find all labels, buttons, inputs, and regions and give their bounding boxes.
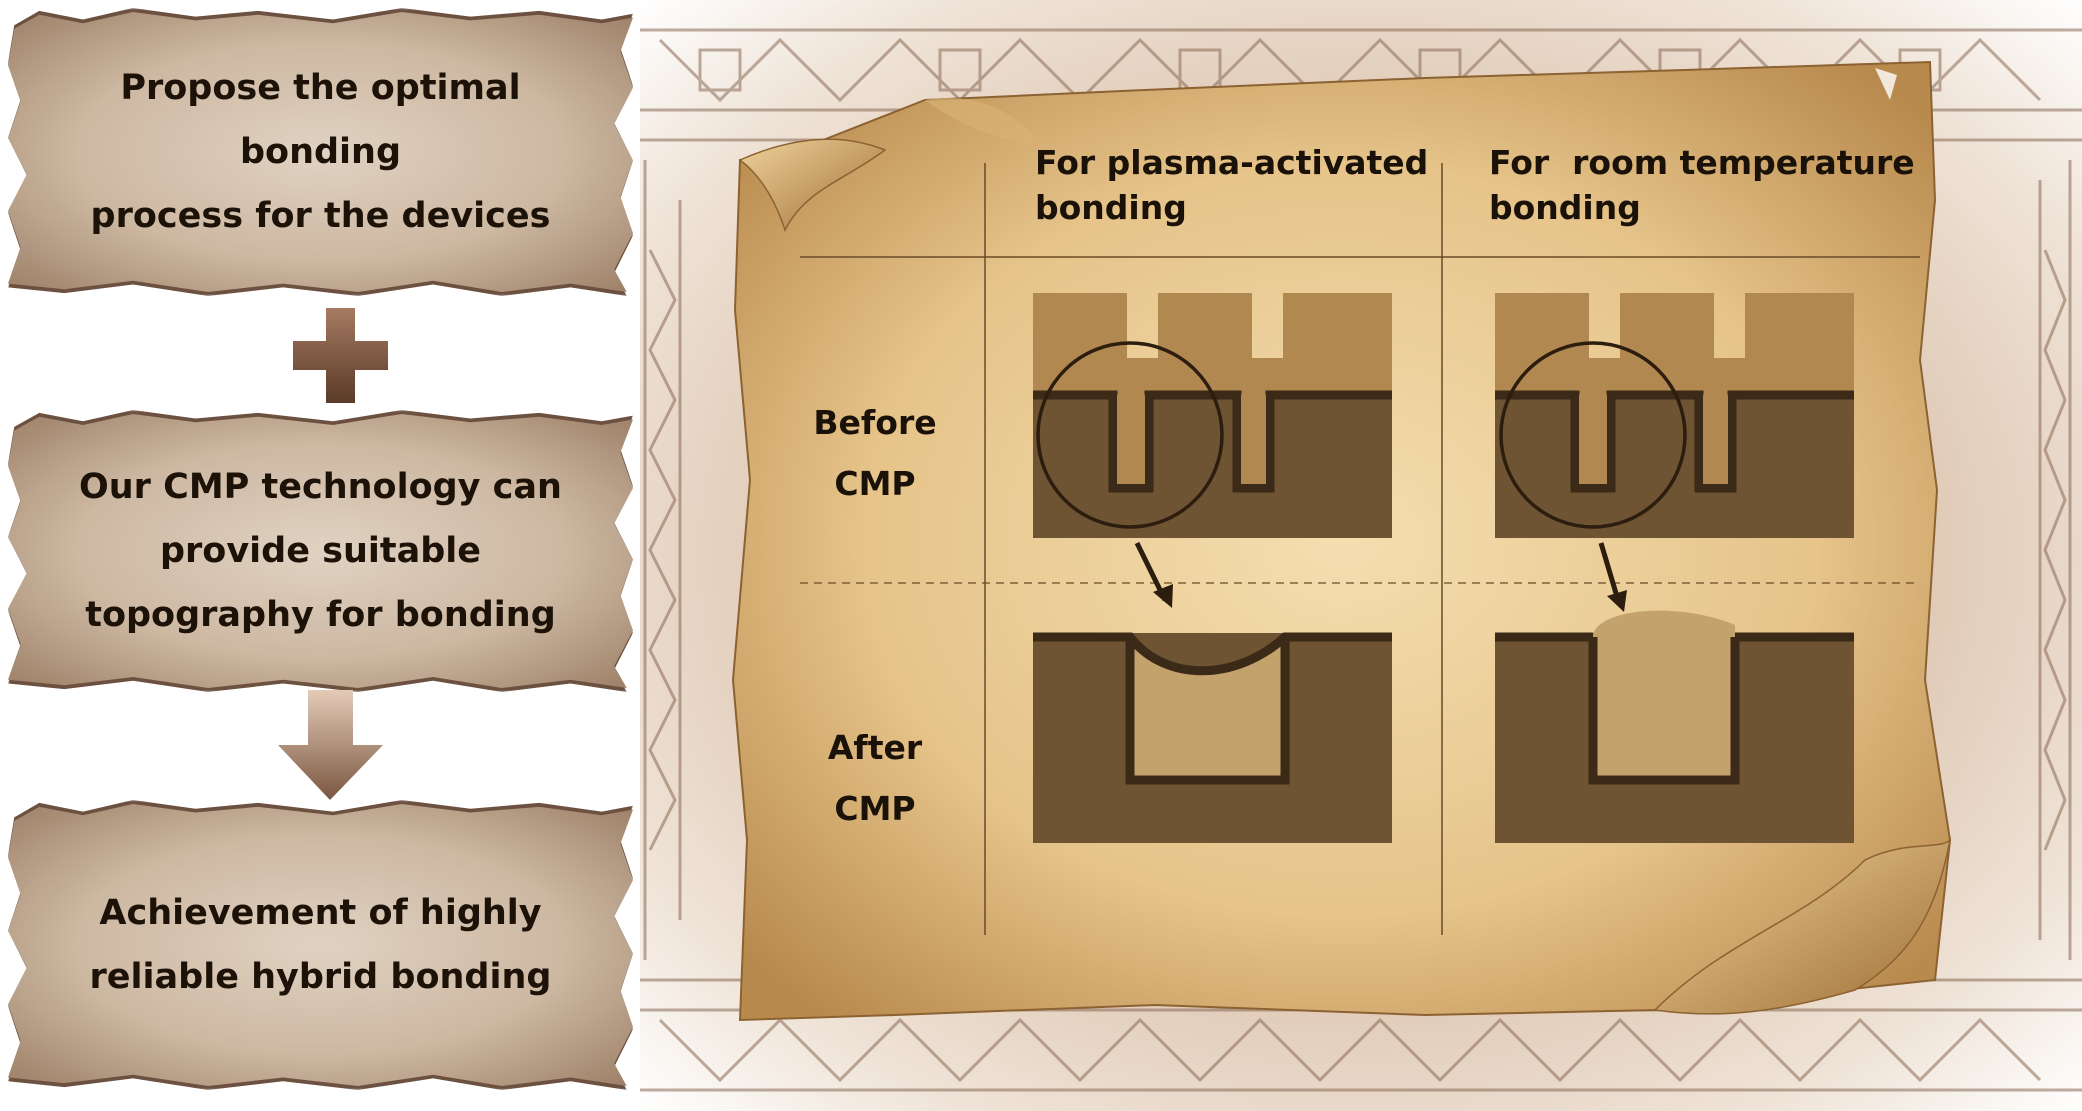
step2-line1: Our CMP technology can [79,467,562,507]
before-cmp-plasma-diagram [1033,293,1392,608]
step3-line1: Achievement of highly [99,893,542,933]
plus-icon [293,308,388,403]
table-grid [800,163,1920,935]
row-label-after-line2: CMP [834,789,916,828]
after-cmp-room-temp-diagram [1495,610,1854,843]
row-label-before-line2: CMP [834,464,916,503]
column-header-room-temp: For room temperature bonding [1489,140,1915,230]
step2-board: Our CMP technology can provide suitable … [8,414,633,688]
cross-section-diagrams [1033,293,1854,843]
column-header-plasma-line1: For plasma-activated [1035,143,1429,182]
step2-line3: topography for bonding [85,595,556,635]
column-header-room-temp-line2: bonding [1489,188,1641,227]
row-label-before-cmp: Before CMP [810,392,940,514]
row-label-after-line1: After [827,728,923,767]
column-header-room-temp-line1: For room temperature [1489,143,1915,182]
row-label-before-line1: Before [813,403,937,442]
column-header-plasma-line2: bonding [1035,188,1187,227]
step1-line1: Propose the optimal bonding [120,68,521,172]
after-cmp-plasma-diagram [1033,632,1392,843]
column-header-plasma: For plasma-activated bonding [1035,140,1428,230]
step3-line2: reliable hybrid bonding [89,957,552,997]
step3-text: Achievement of highly reliable hybrid bo… [90,881,552,1009]
step1-line2: process for the devices [90,196,551,236]
step3-board: Achievement of highly reliable hybrid bo… [8,804,633,1086]
step1-board: Propose the optimal bonding process for … [8,12,633,292]
parchment-scroll: For plasma-activated bonding For room te… [725,60,1985,1030]
arrow-down-icon [278,690,383,800]
before-cmp-room-temp-diagram [1495,293,1854,612]
step2-text: Our CMP technology can provide suitable … [79,455,562,647]
row-label-after-cmp: After CMP [810,717,940,839]
step1-text: Propose the optimal bonding process for … [48,56,593,248]
step2-line2: provide suitable [159,531,482,571]
